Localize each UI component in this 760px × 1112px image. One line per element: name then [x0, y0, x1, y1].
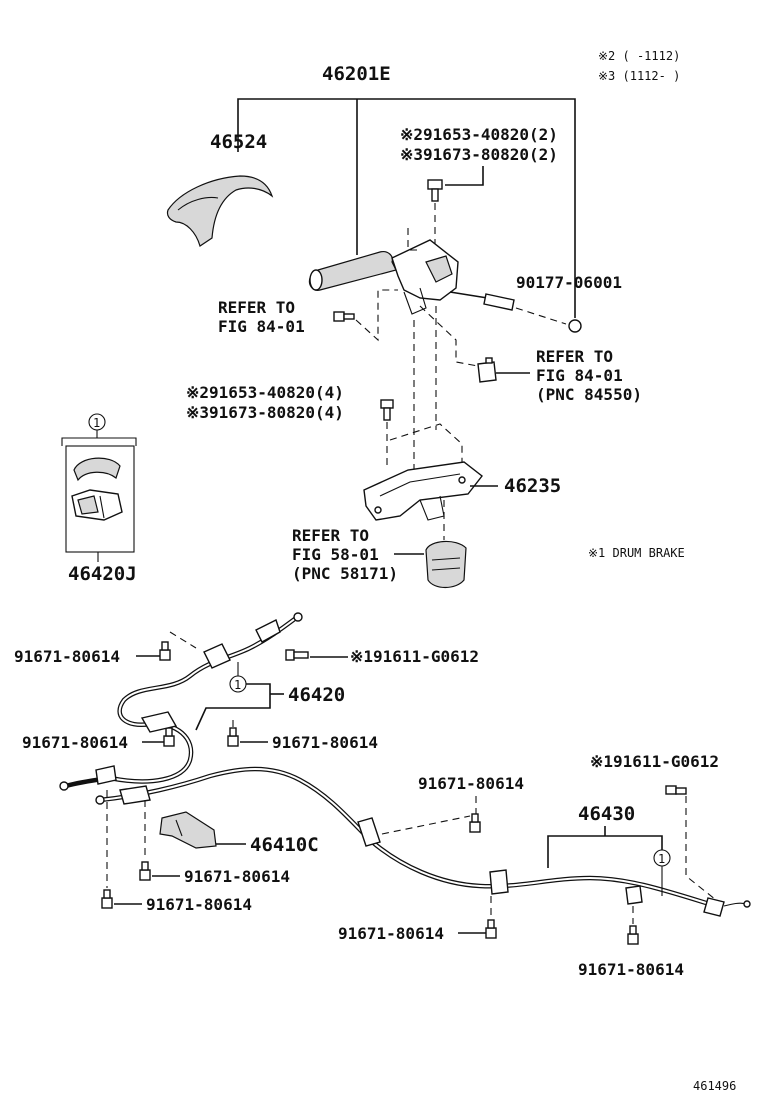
label-46524: 46524 [210, 131, 267, 153]
illustration-number: 461496 [693, 1079, 736, 1093]
boot-refer-3-icon [425, 540, 467, 589]
refer-2-line-c: (PNC 84550) [536, 385, 642, 404]
kit-marker: 1 [93, 416, 100, 430]
bolt-l3-icon [227, 727, 239, 747]
dash-base-top [389, 423, 463, 470]
refer-2-line-b: FIG 84-01 [536, 366, 623, 385]
bolt-top-icon [427, 179, 443, 202]
dash-screw-b [685, 796, 717, 901]
label-bolt-l3: 91671-80614 [272, 733, 378, 752]
label-46410C: 46410C [250, 834, 319, 856]
switch-refer-2-icon [477, 357, 497, 383]
refer-1-line-a: REFER TO [218, 298, 295, 317]
refer-3-line-b: FIG 58-01 [292, 545, 379, 564]
leader-bolt-top [445, 166, 484, 186]
bracket-46201E [237, 98, 576, 318]
bolt-l1-icon [159, 641, 171, 661]
marker-46430: 1 [658, 852, 665, 866]
bracket-46430 [547, 835, 663, 868]
refer-3-line-c: (PNC 58171) [292, 564, 398, 583]
dash-lever-top [407, 228, 420, 251]
kit-bracket [61, 437, 137, 446]
screw-g0612-b-icon [665, 785, 687, 795]
lever-base-46235 [363, 461, 483, 521]
label-46201E: 46201E [322, 63, 391, 85]
screw-g0612-a-icon [285, 649, 309, 661]
label-screw-g0612-b: ※191611-G0612 [590, 752, 719, 771]
note-3: ※3 (1112- ) [598, 69, 680, 83]
label-bolt-l4: 91671-80614 [184, 867, 290, 886]
refer-3-line-a: REFER TO [292, 526, 369, 545]
label-bolt-r1: 91671-80614 [578, 960, 684, 979]
bolt-c2-icon [485, 919, 497, 939]
label-bolt-2-top: ※291653-40820(2) [400, 125, 558, 144]
label-90177: 90177-06001 [516, 273, 622, 292]
bracket-46420 [195, 683, 271, 731]
label-46235: 46235 [504, 475, 561, 497]
label-bolt-c1: 91671-80614 [418, 774, 524, 793]
dash-bolt-l1 [169, 631, 197, 649]
kit-clamp-parts [71, 457, 123, 521]
parking-brake-lever [308, 239, 515, 315]
dash-bolt-c1-b [381, 815, 471, 835]
refer-2-line-a: REFER TO [536, 347, 613, 366]
label-bolt-l1: 91671-80614 [14, 647, 120, 666]
bolt-mid-icon [380, 399, 394, 421]
dash-refer-1 [355, 289, 398, 342]
front-cable-46420 [59, 612, 303, 791]
bolt-l4-icon [139, 861, 151, 881]
nut-90177-icon [568, 319, 582, 333]
rear-cable-46430 [95, 766, 751, 917]
refer-1-line-b: FIG 84-01 [218, 317, 305, 336]
label-bolt-l5: 91671-80614 [146, 895, 252, 914]
label-bolt-l2: 91671-80614 [22, 733, 128, 752]
marker-46420: 1 [234, 678, 241, 692]
label-46420J: 46420J [68, 563, 137, 585]
label-bolt-3-mid: ※391673-80820(4) [186, 403, 344, 422]
bracket-46410C [159, 811, 217, 849]
label-46420: 46420 [288, 684, 345, 706]
bolt-r1-icon [627, 925, 639, 945]
bolt-l5-icon [101, 889, 113, 909]
dash-refer-2 [419, 305, 479, 367]
note-2: ※2 ( -1112) [598, 49, 680, 63]
bolt-l2-icon [163, 727, 175, 747]
note-1: ※1 DRUM BRAKE [588, 546, 685, 560]
screw-refer-1-icon [333, 311, 355, 322]
kit-box [65, 445, 135, 553]
console-cover-46524 [166, 175, 274, 247]
label-46430: 46430 [578, 803, 635, 825]
clamp-l2 [140, 711, 178, 733]
bolt-c1-icon [469, 813, 481, 833]
label-bolt-2-mid: ※291653-40820(4) [186, 383, 344, 402]
label-bolt-c2: 91671-80614 [338, 924, 444, 943]
dash-nut [515, 307, 567, 325]
label-bolt-3-top: ※391673-80820(2) [400, 145, 558, 164]
label-screw-g0612-a: ※191611-G0612 [350, 647, 479, 666]
